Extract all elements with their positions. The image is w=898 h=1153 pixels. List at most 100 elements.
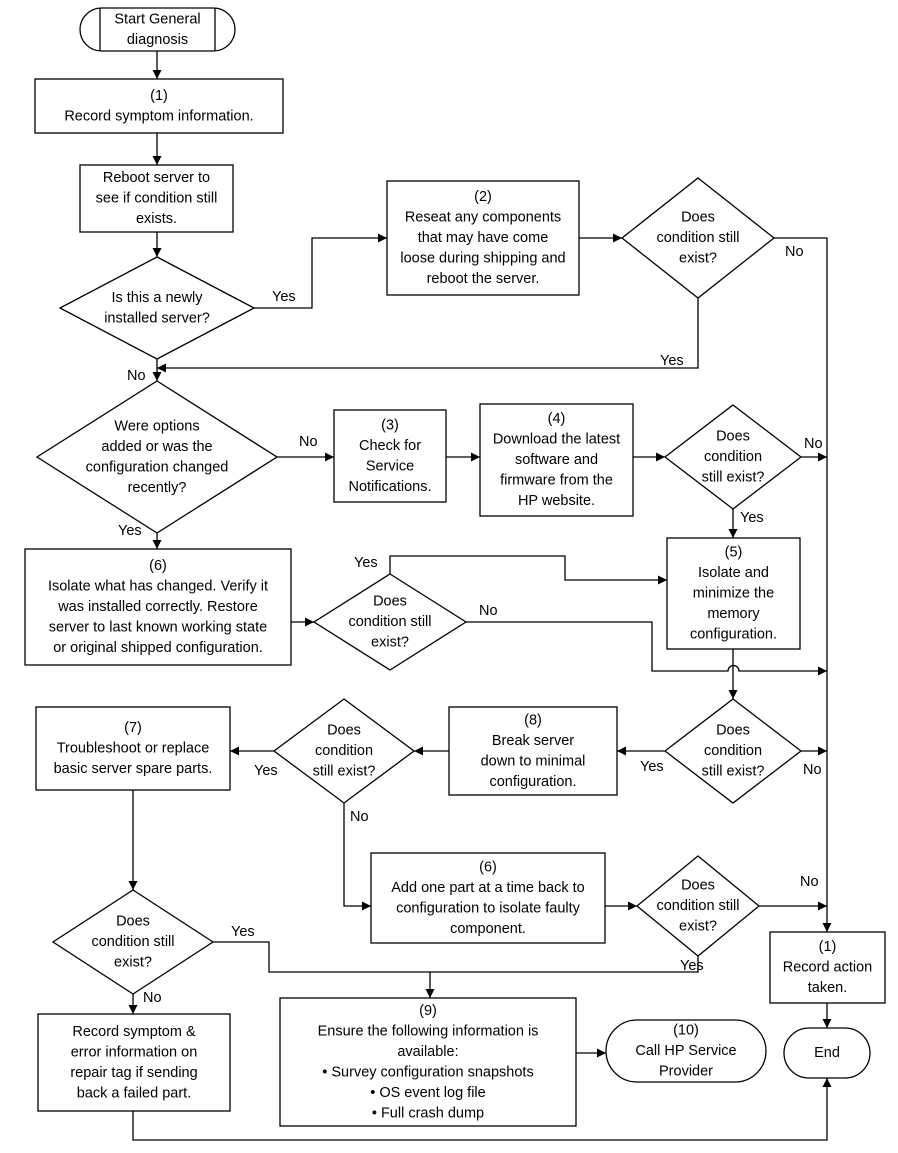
node-download-box [479, 403, 634, 517]
node-options-changed-line-2: configuration changed [86, 459, 229, 475]
edge-label-reseat-no: No [785, 244, 804, 260]
node-cond-download-diamond [663, 404, 803, 510]
node-reboot-line-2: exists. [136, 211, 177, 227]
node-check-notifications-line-3: Notifications. [348, 479, 431, 495]
node-start-terminator [79, 7, 236, 52]
node-options-changed-line-3: recently? [128, 480, 187, 496]
node-break-server-line-2: down to minimal [481, 753, 586, 769]
node-reseat-line-1: Reseat any components [405, 210, 561, 226]
bullet: • [370, 1085, 375, 1101]
node-cond-download: Does condition still exist? [663, 404, 803, 510]
node-record-symptom-line-0: (1) [150, 88, 168, 104]
node-reboot-line-1: see if condition still [96, 191, 218, 207]
edge-label-break-yes: Yes [254, 763, 278, 779]
node-ensure-info-line-2: available: [397, 1044, 458, 1060]
node-record-error-line-2: repair tag if sending [70, 1065, 197, 1081]
node-check-notifications-line-0: (3) [381, 417, 399, 433]
node-add-part-box [370, 852, 606, 944]
node-record-action-line-0: (1) [819, 939, 837, 955]
node-ensure-info-line-5: •Full crash dump [372, 1105, 484, 1121]
node-cond-download-line-0: Does [716, 429, 750, 445]
node-newly-installed-diamond [58, 256, 256, 360]
node-cond-isolate-line-2: exist? [371, 635, 409, 651]
node-cond-download-line-1: condition [704, 449, 762, 465]
node-isolate-changed-line-1: Isolate what has changed. Verify it [48, 579, 268, 595]
edge-record-error-to-end [132, 1078, 832, 1141]
edge-label-newly-no: No [127, 368, 146, 384]
node-call-hp-line-2: Provider [659, 1064, 713, 1080]
node-start-line-0: Start General [114, 11, 200, 27]
edge-label-troubleshoot-no: No [143, 990, 162, 1006]
edge-reseat-cond-yes-to-main [157, 298, 699, 373]
node-end: End [783, 1027, 871, 1079]
node-options-changed-line-0: Were options [114, 418, 199, 434]
edge-label-newly-yes: Yes [272, 289, 296, 305]
node-cond-reseat-diamond [620, 177, 776, 299]
node-cond-reseat-line-2: exist? [679, 251, 717, 267]
edge-label-troubleshoot-yes: Yes [231, 924, 255, 940]
node-reseat-line-3: loose during shipping and [400, 251, 565, 267]
node-cond-memory-line-2: still exist? [702, 764, 765, 780]
node-cond-memory-line-1: condition [704, 743, 762, 759]
node-cond-memory-line-0: Does [716, 723, 750, 739]
edge-newly-yes-to-reseat [254, 233, 387, 309]
node-record-symptom: (1) Record symptom information. [34, 78, 284, 134]
node-cond-reseat-line-1: condition still [656, 230, 739, 246]
edge-label-options-yes: Yes [118, 523, 142, 539]
node-ensure-info-line-4: •OS event log file [370, 1085, 485, 1101]
node-add-part: (6)Add one part at a time back toconfigu… [370, 852, 606, 944]
node-reboot-box [79, 164, 234, 233]
edge-label-options-no: No [299, 434, 318, 450]
node-ensure-info-line-1: Ensure the following information is [318, 1023, 539, 1039]
node-add-part-line-0: (6) [479, 859, 497, 875]
node-record-error-line-3: back a failed part. [77, 1085, 191, 1101]
node-cond-add-line-0: Does [681, 878, 715, 894]
edge-label-add-yes: Yes [680, 958, 704, 974]
node-add-part-line-3: component. [450, 921, 526, 937]
node-cond-troubleshoot-line-0: Does [116, 914, 150, 930]
node-check-notifications-line-2: Service [366, 458, 414, 474]
node-record-symptom-line-1: Record symptom information. [64, 108, 253, 124]
edge-add-cond-yes-to-ensure [425, 956, 699, 998]
edge-label-reseat-yes: Yes [660, 353, 684, 369]
node-record-action-box [769, 931, 886, 1004]
bullet: • [322, 1064, 327, 1080]
node-troubleshoot-line-1: Troubleshoot or replace [57, 741, 210, 757]
node-options-changed-line-1: added or was the [101, 439, 212, 455]
node-end-line-0: End [814, 1045, 840, 1061]
node-isolate-memory-line-2: minimize the [693, 586, 774, 602]
edge-label-download-yes: Yes [740, 510, 764, 526]
node-options-changed-diamond [35, 380, 279, 534]
node-cond-memory: Does condition still exist? [663, 698, 803, 804]
edge-troubleshoot-cond-yes-to-ensure [213, 941, 430, 973]
node-ensure-info-line-0: (9) [419, 1003, 437, 1019]
bullet: • [372, 1105, 377, 1121]
edge-label-add-no: No [800, 874, 819, 890]
node-call-hp-line-1: Call HP Service [635, 1043, 736, 1059]
node-check-notifications-box [333, 409, 447, 503]
node-cond-break-line-1: condition [315, 743, 373, 759]
node-record-error: Record symptom &error information onrepa… [37, 1013, 231, 1112]
node-reseat-line-4: reboot the server. [427, 271, 540, 287]
node-isolate-changed-line-2: was installed correctly. Restore [57, 599, 258, 615]
node-cond-isolate-diamond [312, 573, 468, 671]
edge-reseat-cond-no-to-record-action [774, 237, 832, 932]
node-cond-add-line-1: condition still [656, 898, 739, 914]
node-cond-download-line-2: still exist? [702, 470, 765, 486]
node-isolate-memory-box [666, 537, 801, 650]
node-isolate-changed-box [24, 548, 292, 666]
node-ensure-info-line-3: •Survey configuration snapshots [322, 1064, 533, 1080]
node-download-line-3: firmware from the [500, 473, 613, 489]
node-record-symptom-box [34, 78, 284, 134]
node-newly-installed-line-1: installed server? [104, 310, 210, 326]
